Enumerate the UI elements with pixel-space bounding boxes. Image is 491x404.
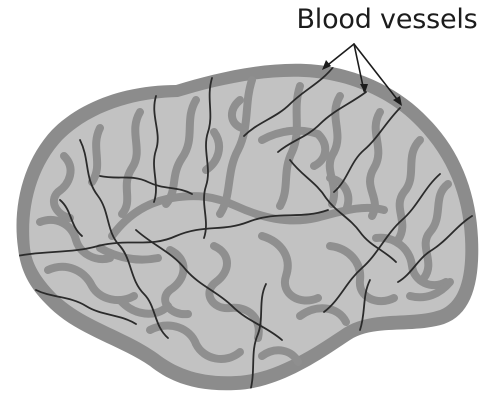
blood-vessels-label: Blood vessels: [287, 2, 487, 38]
